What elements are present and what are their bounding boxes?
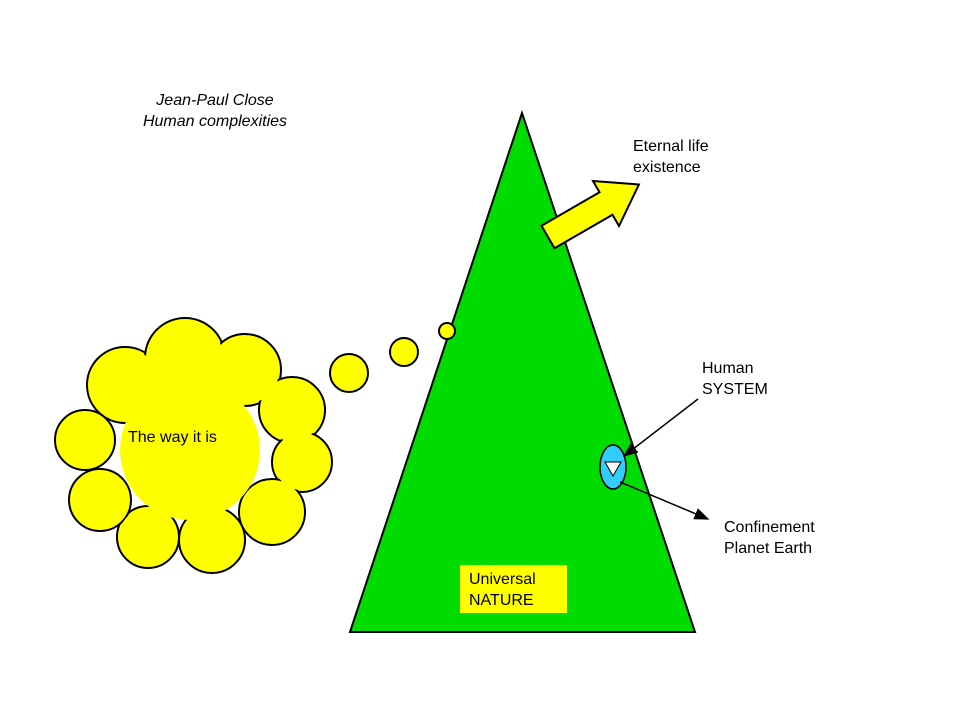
thought-trail-circle-small: [438, 322, 456, 340]
universal-nature-box: [460, 565, 567, 613]
thought-trail-circle-medium: [389, 337, 419, 367]
label-universal-nature: Universal NATURE: [469, 571, 536, 609]
label-human-system: Human SYSTEM: [702, 360, 768, 398]
slide-title: Jean-Paul Close Human complexities: [142, 92, 288, 130]
label-the-way-it-is: The way it is: [128, 429, 217, 446]
label-eternal-life: Eternal life existence: [633, 138, 709, 176]
thought-cloud-fill: [57, 320, 330, 571]
connector-confinement: [619, 481, 710, 520]
thought-trail: [329, 322, 456, 393]
eternal-life-arrow: [540, 179, 641, 250]
label-confinement: Confinement Planet Earth: [724, 519, 815, 557]
thought-trail-circle-large: [329, 353, 369, 393]
human-system-marker-triangle: [604, 461, 622, 478]
connector-human-system: [622, 398, 699, 457]
nature-triangle: [348, 109, 697, 633]
